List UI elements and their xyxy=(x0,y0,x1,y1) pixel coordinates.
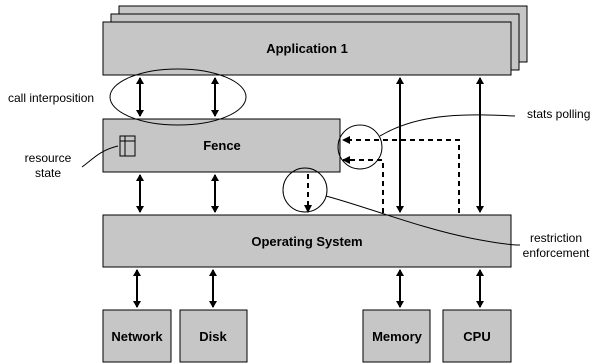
application-label: Application 1 xyxy=(266,41,348,56)
application-box xyxy=(102,21,512,76)
stats-polling-leader xyxy=(379,114,516,137)
restriction-enforcement-label-line1: restriction xyxy=(530,231,582,245)
operating-system-box xyxy=(102,214,512,268)
disk-box xyxy=(179,309,248,363)
resource-state-label-line2: state xyxy=(35,166,61,180)
resource-state-leader xyxy=(81,145,119,168)
operating-system-label: Operating System xyxy=(251,234,362,249)
memory-label: Memory xyxy=(372,329,423,344)
fence-label: Fence xyxy=(203,138,241,153)
stats-polling-label: stats polling xyxy=(527,107,590,121)
network-label: Network xyxy=(111,329,163,344)
restriction-enforcement-ellipse xyxy=(282,167,328,213)
call-interposition-label: call interposition xyxy=(8,91,94,105)
call-interposition-ellipse xyxy=(109,68,247,126)
stats-polling-line-memory xyxy=(343,159,384,213)
restriction-enforcement-arrowhead xyxy=(304,205,312,213)
resource-state-label-line1: resource xyxy=(25,151,72,165)
network-box xyxy=(102,309,172,363)
disk-label: Disk xyxy=(199,329,227,344)
restriction-enforcement-leader xyxy=(325,195,521,246)
fence-box xyxy=(102,118,341,173)
stats-polling-arrowhead-memory xyxy=(342,156,350,164)
cpu-label: CPU xyxy=(463,329,490,344)
stats-polling-ellipse xyxy=(337,124,383,170)
cpu-box xyxy=(442,309,512,363)
resource-state-icon xyxy=(119,135,136,157)
restriction-enforcement-label-line2: enforcement xyxy=(523,246,590,260)
stats-polling-arrowhead-cpu xyxy=(342,136,350,144)
memory-box xyxy=(362,309,431,363)
stats-polling-line-cpu xyxy=(343,139,460,213)
